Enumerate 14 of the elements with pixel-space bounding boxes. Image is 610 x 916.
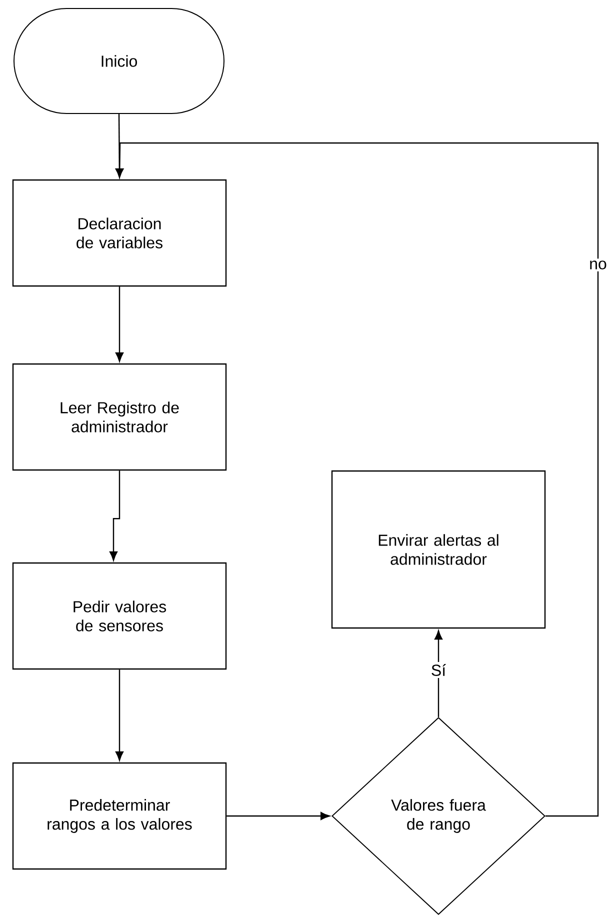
process-box: Declaracion de variables — [12, 179, 227, 287]
arrow — [434, 630, 442, 717]
process-box: Envirar alertas al administrador — [331, 470, 546, 629]
start-terminal: Inicio — [14, 8, 224, 114]
arrow — [226, 812, 330, 820]
process-box: Leer Registro de administrador — [12, 363, 227, 471]
arrow — [116, 670, 124, 761]
process-box: Predeterminar rangos a los valores — [12, 762, 227, 870]
edge-label: no — [587, 258, 609, 272]
process-box: Pedir valores de sensores — [12, 562, 227, 670]
arrow — [116, 286, 124, 362]
edge-label: Sí — [428, 662, 448, 678]
arrow — [116, 142, 599, 817]
arrow — [110, 470, 120, 561]
